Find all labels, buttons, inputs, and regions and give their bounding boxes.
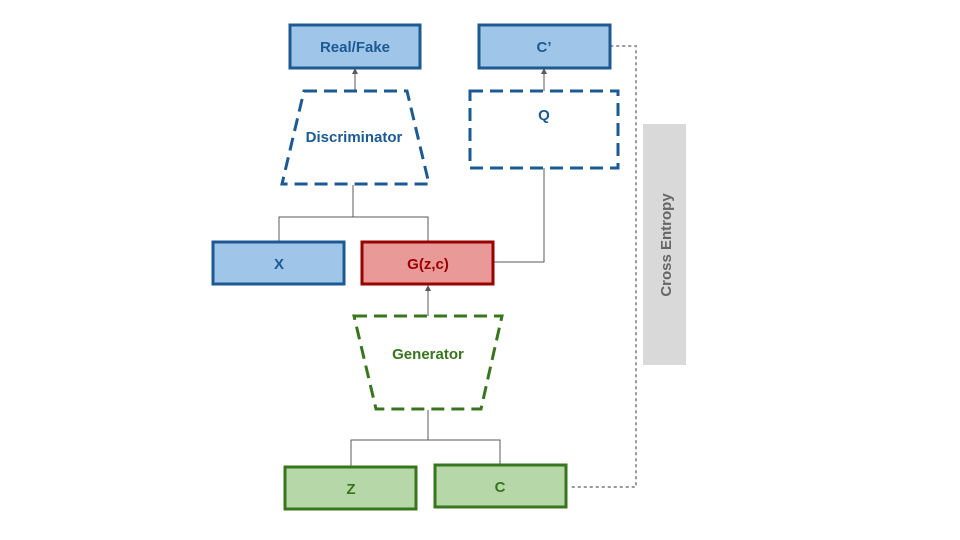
- x-label: X: [274, 256, 284, 273]
- cross-entropy-panel: [643, 124, 686, 365]
- generator-node: Generator: [352, 314, 504, 411]
- discriminator-label: Discriminator: [306, 129, 403, 146]
- discriminator-node: Discriminator: [280, 89, 431, 186]
- g-label: G(z,c): [407, 256, 449, 273]
- real-fake-node: Real/Fake: [288, 23, 422, 70]
- x-node: X: [211, 240, 346, 286]
- q-node: Q: [468, 89, 620, 170]
- cross-entropy-label: Cross Entropy: [658, 193, 675, 297]
- c-node: C: [433, 463, 568, 509]
- real-fake-label: Real/Fake: [320, 39, 390, 56]
- g-to-q-connector: [494, 168, 545, 263]
- c-prime-node: C’: [477, 23, 612, 70]
- c-prime-label: C’: [537, 39, 552, 56]
- g-node: G(z,c): [360, 240, 495, 286]
- z-node: Z: [283, 465, 418, 511]
- generator-label: Generator: [392, 346, 464, 363]
- c-label: C: [495, 479, 506, 496]
- x-g-to-discriminator-connector: [278, 216, 429, 242]
- cross-entropy-connector: [567, 45, 637, 488]
- z-c-to-generator-connector: [350, 439, 501, 467]
- z-label: Z: [346, 481, 355, 498]
- q-label: Q: [538, 107, 550, 124]
